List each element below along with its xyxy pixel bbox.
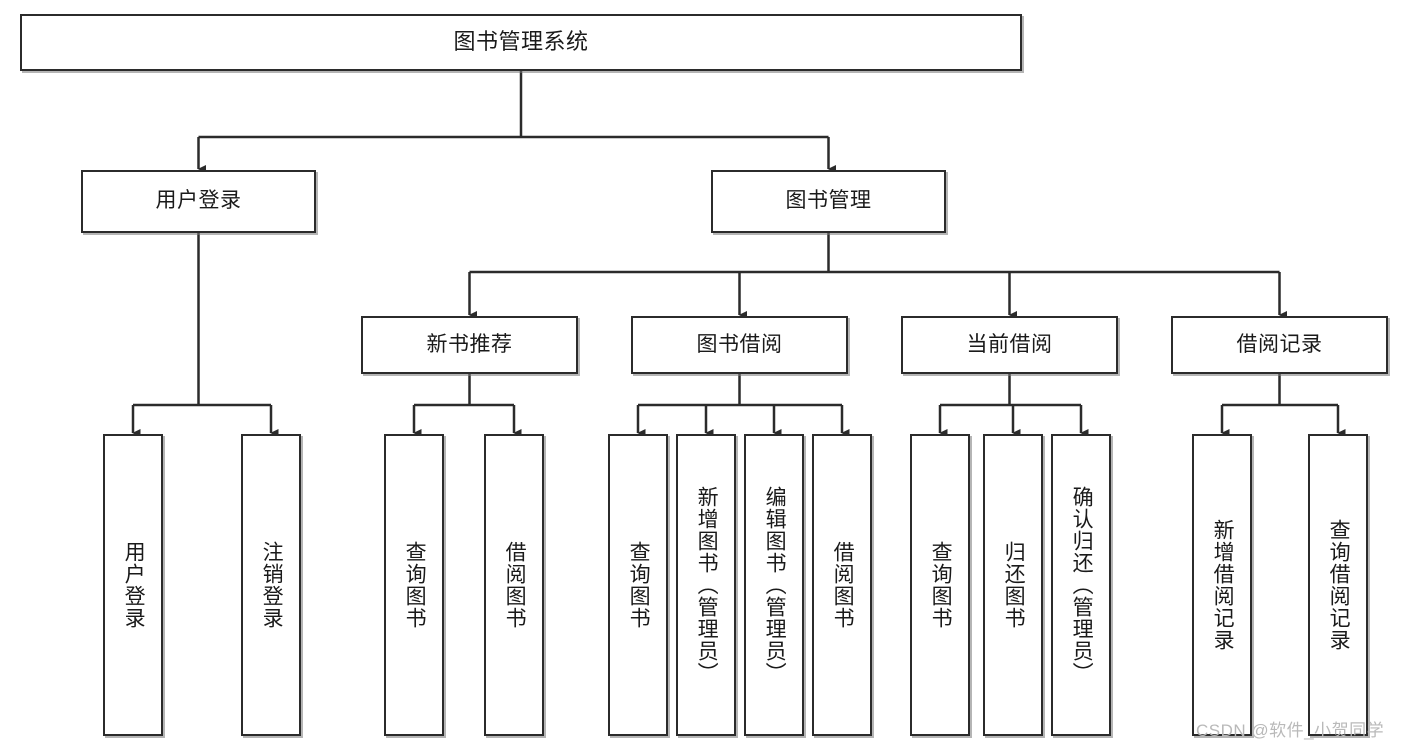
node-root[interactable]: 图书管理系统	[20, 14, 1022, 71]
node-label: 查询借阅记录	[1327, 519, 1351, 651]
node-leaf-query-book-2[interactable]: 查询图书	[608, 434, 668, 736]
node-label: 当前借阅	[966, 332, 1053, 356]
node-label: 查询图书	[403, 541, 427, 629]
node-leaf-query-book-1[interactable]: 查询图书	[384, 434, 444, 736]
csdn-watermark: CSDN @软件_小贺同学	[1196, 721, 1385, 740]
node-label: 图书管理	[785, 189, 872, 213]
node-label: 查询图书	[627, 541, 651, 629]
node-current-borrow[interactable]: 当前借阅	[901, 316, 1118, 374]
node-book-manage[interactable]: 图书管理	[711, 170, 946, 233]
node-label: 归还图书	[1002, 541, 1026, 629]
node-label: 借阅记录	[1236, 332, 1323, 356]
node-label: 借阅图书	[503, 541, 527, 629]
node-book-borrow[interactable]: 图书借阅	[631, 316, 848, 374]
node-leaf-query-record[interactable]: 查询借阅记录	[1308, 434, 1368, 736]
node-leaf-edit-book[interactable]: 编辑图书（管理员）	[744, 434, 804, 736]
node-label: 借阅图书	[831, 541, 855, 629]
node-leaf-user-logout[interactable]: 注销登录	[241, 434, 301, 736]
node-label: 图书借阅	[696, 332, 783, 356]
node-leaf-borrow-book-2[interactable]: 借阅图书	[812, 434, 872, 736]
node-new-book-rec[interactable]: 新书推荐	[361, 316, 578, 374]
node-label: 图书管理系统	[453, 29, 589, 55]
node-leaf-query-book-3[interactable]: 查询图书	[910, 434, 970, 736]
node-leaf-add-book[interactable]: 新增图书（管理员）	[676, 434, 736, 736]
node-user-login[interactable]: 用户登录	[81, 170, 316, 233]
node-leaf-confirm-return[interactable]: 确认归还（管理员）	[1051, 434, 1111, 736]
node-label: 新增借阅记录	[1211, 519, 1235, 651]
node-label: 新增图书（管理员）	[695, 486, 719, 684]
node-label: 查询图书	[929, 541, 953, 629]
node-borrow-record[interactable]: 借阅记录	[1171, 316, 1388, 374]
node-label: 注销登录	[260, 541, 284, 629]
node-label: 确认归还（管理员）	[1070, 486, 1094, 684]
node-label: 新书推荐	[426, 332, 513, 356]
node-label: 用户登录	[155, 189, 242, 213]
node-label: 编辑图书（管理员）	[763, 486, 787, 684]
node-label: 用户登录	[122, 541, 146, 629]
node-leaf-add-record[interactable]: 新增借阅记录	[1192, 434, 1252, 736]
node-leaf-return-book[interactable]: 归还图书	[983, 434, 1043, 736]
node-leaf-borrow-book-1[interactable]: 借阅图书	[484, 434, 544, 736]
node-leaf-user-login[interactable]: 用户登录	[103, 434, 163, 736]
